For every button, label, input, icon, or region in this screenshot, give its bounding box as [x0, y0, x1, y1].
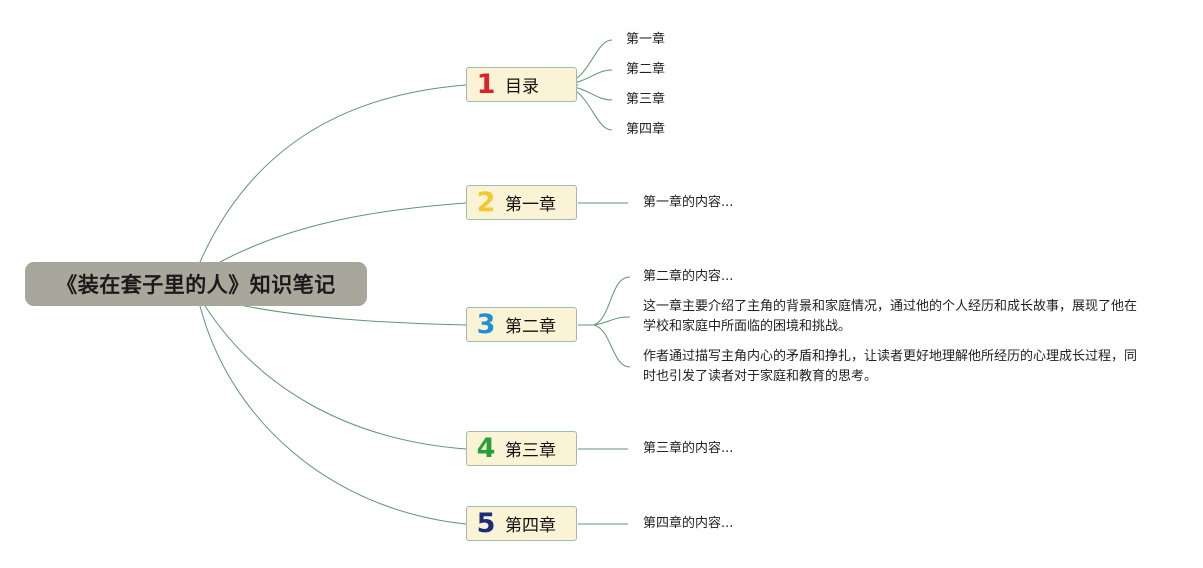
number-five-icon: 5 [476, 508, 496, 539]
number-two-icon: 2 [476, 187, 496, 218]
branch-chapter-3[interactable]: 4 第三章 [466, 431, 577, 466]
branch-toc[interactable]: 1 目录 [466, 67, 577, 102]
branch-label: 第四章 [505, 516, 556, 536]
chapter-4-content[interactable]: 第四章的内容... [643, 516, 734, 531]
number-four-icon: 4 [476, 433, 496, 464]
chapter-2-analysis[interactable]: 作者通过描写主角内心的矛盾和挣扎，让读者更好地理解他所经历的心理成长过程，同时也… [643, 349, 1138, 384]
toc-item-chapter-1[interactable]: 第一章 [626, 32, 666, 47]
chapter-1-content[interactable]: 第一章的内容... [643, 195, 734, 210]
number-three-icon: 3 [476, 309, 496, 340]
branch-label: 第三章 [505, 441, 556, 461]
toc-item-chapter-3[interactable]: 第三章 [626, 92, 666, 107]
root-topic[interactable]: 《装在套子里的人》知识笔记 [25, 262, 367, 306]
toc-item-chapter-4[interactable]: 第四章 [626, 122, 666, 137]
branch-label: 第二章 [505, 317, 556, 337]
chapter-2-summary[interactable]: 这一章主要介绍了主角的背景和家庭情况，通过他的个人经历和成长故事，展现了他在学校… [643, 299, 1138, 334]
branch-label: 目录 [505, 77, 539, 97]
toc-item-chapter-2[interactable]: 第二章 [626, 62, 666, 77]
chapter-2-content[interactable]: 第二章的内容... [643, 269, 734, 284]
root-title: 《装在套子里的人》知识笔记 [56, 273, 336, 297]
chapter-3-content[interactable]: 第三章的内容... [643, 441, 734, 456]
branch-chapter-1[interactable]: 2 第一章 [466, 185, 577, 220]
branch-chapter-4[interactable]: 5 第四章 [466, 506, 577, 541]
branch-chapter-2[interactable]: 3 第二章 [466, 307, 577, 342]
number-one-icon: 1 [476, 69, 496, 100]
branch-label: 第一章 [505, 195, 556, 215]
